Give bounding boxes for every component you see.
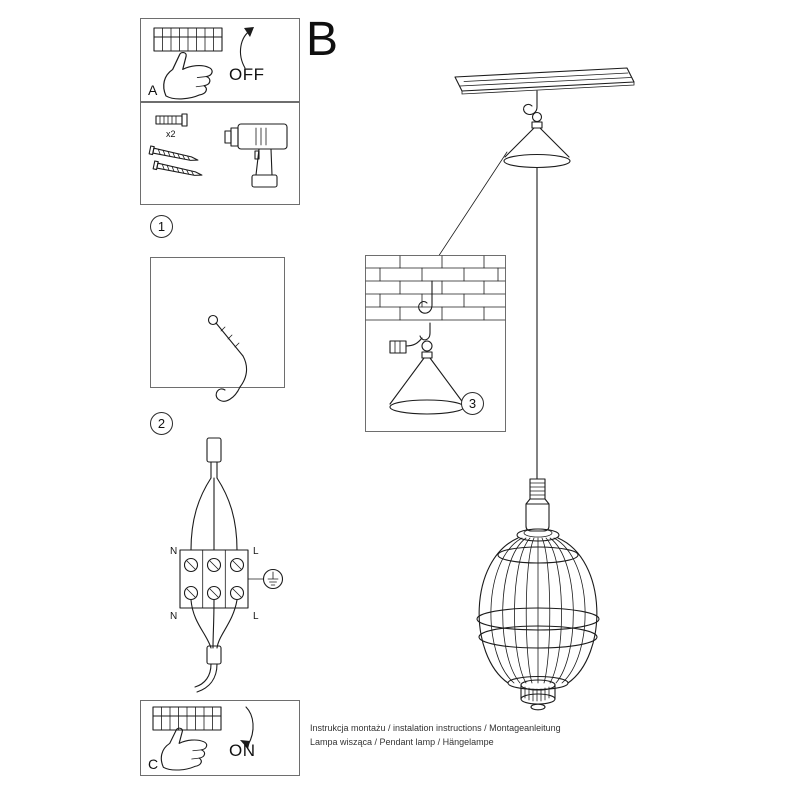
ceiling-hook-icon xyxy=(523,90,538,116)
cord-hook-illustration xyxy=(150,257,285,402)
hand-terminal-off-illustration xyxy=(153,27,254,100)
step-1-badge: 1 xyxy=(150,215,173,238)
hook-icon xyxy=(215,386,241,402)
rotate-off-arrow-icon xyxy=(239,27,254,69)
bottom-cap xyxy=(520,679,556,711)
rotate-on-arrow-icon xyxy=(240,706,254,749)
off-label: OFF xyxy=(229,65,265,84)
wire-label-l-bottom: L xyxy=(253,611,259,622)
section-b-label: B xyxy=(306,13,339,66)
wire-label-n-top: N xyxy=(170,546,177,557)
main-illustration xyxy=(330,55,650,715)
terminal-strip-icon xyxy=(153,27,223,52)
panel-tools: x2 xyxy=(140,102,300,205)
tools-illustration: x2 xyxy=(148,113,288,188)
wire-label-n-bottom: N xyxy=(170,611,177,622)
hand-icon xyxy=(163,52,213,100)
lamp-socket xyxy=(525,478,550,532)
wire-label-l-top: L xyxy=(253,546,259,557)
canopy xyxy=(503,111,571,169)
cord-line xyxy=(215,322,248,388)
on-label: ON xyxy=(229,741,256,760)
screw-icon xyxy=(148,145,199,161)
step2-cord-box xyxy=(150,257,286,425)
panel-c-letter: C xyxy=(148,756,159,772)
hand-icon xyxy=(160,727,208,771)
footer-line-1: Instrukcja montażu / instalation instruc… xyxy=(310,723,561,733)
footer-line-2: Lampa wisząca / Pendant lamp / Hängelamp… xyxy=(310,736,494,747)
terminal-strip-icon xyxy=(152,706,222,731)
terminal-block xyxy=(179,549,249,609)
cable-top xyxy=(206,437,222,479)
brick-wall xyxy=(365,255,506,321)
nail-icon xyxy=(207,314,219,326)
panel-power-on: ON C xyxy=(140,700,300,776)
wires-top xyxy=(190,477,238,551)
wiring-diagram: N L N L xyxy=(168,437,298,694)
plug-quantity-label: x2 xyxy=(166,129,176,139)
panel-power-off: OFF A xyxy=(140,18,300,102)
panel-a-letter: A xyxy=(148,82,158,98)
drill-icon xyxy=(224,123,288,188)
ceiling-board xyxy=(454,67,635,95)
earth-ground-icon xyxy=(247,568,284,590)
wires-bottom xyxy=(190,599,238,693)
step-2-badge: 2 xyxy=(150,412,173,435)
detail-pointer-line xyxy=(437,151,508,258)
step-3-badge: 3 xyxy=(461,392,484,415)
hand-terminal-on-illustration xyxy=(152,706,254,771)
wall-plug-icon xyxy=(155,113,188,127)
screw-icon xyxy=(152,160,203,176)
footer-text: Instrukcja montażu / instalation instruc… xyxy=(310,722,561,749)
detail-inset-box xyxy=(365,255,506,432)
wall-hook-icon xyxy=(418,280,433,314)
cage-shade xyxy=(476,528,600,691)
